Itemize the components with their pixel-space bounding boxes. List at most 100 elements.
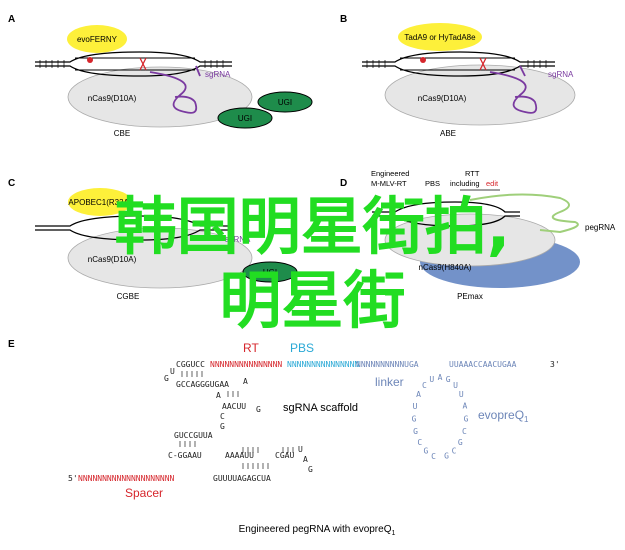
dna-duplex — [35, 51, 232, 77]
loop-nucleotide: U — [429, 375, 434, 384]
guide-label: pegRNA — [585, 223, 616, 232]
loop-nucleotide: G — [412, 414, 417, 423]
panel-e: E RT PBS linker CGGUCC NNNNNNNNNNNNNNN N… — [8, 339, 560, 537]
ugi-oval-1 — [257, 91, 313, 113]
seq-row2-a: A — [243, 377, 248, 386]
seq-left-g: G — [164, 374, 169, 383]
linker-label: linker — [375, 375, 404, 389]
loop-nucleotide: U — [413, 402, 418, 411]
panel-c: C APOBEC1(R33A) sgRNA nCas9(D10A) UGI CG… — [8, 178, 298, 301]
three-prime-label: 3' — [550, 360, 560, 369]
ugi-label-2: UGI — [238, 114, 252, 123]
loop-nucleotide: G — [458, 438, 463, 447]
editor-name: ABE — [440, 129, 456, 138]
edit-label: edit — [486, 179, 499, 188]
edit-site-dot — [87, 57, 93, 63]
seq-row5-g: G — [308, 465, 313, 474]
rt-label-line2: M-MLV-RT — [371, 179, 407, 188]
panel-a: A evoFERNY sgRNA nCas9(D10A) UGI UGI CBE — [8, 14, 313, 138]
editor-name: CGBE — [117, 292, 140, 301]
stem-pairs-3 — [179, 441, 294, 453]
panel-c-letter: C — [8, 178, 15, 189]
loop-nucleotide: G — [423, 447, 428, 456]
evopreq-label: evopreQ1 — [478, 408, 529, 424]
editor-name: PEmax — [457, 292, 483, 301]
pbs-label: PBS — [425, 179, 440, 188]
seq-top-rt: NNNNNNNNNNNNNNN — [210, 360, 282, 369]
pegrna-strand — [469, 193, 579, 234]
cas-label: nCas9(D10A) — [418, 94, 467, 103]
seq-g1: G — [220, 422, 225, 431]
seq-c1: C — [220, 412, 225, 421]
sgrna-tail — [195, 65, 201, 77]
seq-row3: AACUU — [222, 402, 246, 411]
seq-spacer: NNNNNNNNNNNNNNNNNNNN — [78, 474, 175, 483]
seq-top-linker: NNNNNNNNNNUGA — [356, 360, 419, 369]
sgrna-tail — [519, 65, 526, 77]
cas-label: nCas9(D10A) — [88, 94, 137, 103]
stem-pairs-4 — [242, 463, 269, 469]
cas9-body — [67, 66, 253, 128]
dna-duplex — [372, 201, 520, 227]
panel-d-letter: D — [340, 178, 347, 189]
panel-e-letter: E — [8, 339, 15, 350]
effector-oval — [67, 25, 127, 53]
loop-nucleotide: U — [453, 381, 458, 390]
guide-label: sgRNA — [225, 235, 251, 244]
edit-site-dot — [420, 57, 426, 63]
dna-ticks — [366, 60, 547, 68]
seq-row2: GCCAGGGUGAA — [176, 380, 229, 389]
seq-row5-u: U — [298, 445, 303, 454]
panel-a-letter: A — [8, 14, 15, 25]
seq-top-tail: UUAAACCAACUGAA — [449, 360, 517, 369]
cas9-body — [384, 213, 556, 267]
ugi-oval-1 — [242, 261, 298, 283]
seq-row5b: AAAAUU — [225, 451, 254, 460]
guide-label: sgRNA — [205, 70, 231, 79]
dna-ticks — [39, 60, 224, 68]
effector-label: APOBEC1(R33A) — [68, 198, 131, 207]
pbs-region-label: PBS — [290, 341, 314, 355]
guide-label: sgRNA — [548, 70, 574, 79]
rtt-label: RTT — [465, 169, 480, 178]
ugi-oval-2 — [217, 107, 273, 129]
panel-b: B TadA9 or HyTadA8e sgRNA nCas9(D10A) AB… — [340, 14, 576, 138]
seq-top-black: CGGUCC — [176, 360, 205, 369]
seq-row5: C-GGAAU — [168, 451, 202, 460]
loop-nucleotide: C — [431, 452, 436, 461]
loop-nucleotide: G — [413, 427, 418, 436]
loop-nucleotide: A — [462, 402, 467, 411]
loop-nucleotide: C — [462, 427, 467, 436]
loop-nucleotide: C — [417, 438, 422, 447]
loop-nucleotide: G — [446, 375, 451, 384]
scaffold-label: sgRNA scaffold — [283, 402, 358, 414]
five-prime-label: 5' — [68, 474, 78, 483]
effector-oval — [398, 23, 482, 51]
effector-label: TadA9 or HyTadA8e — [404, 33, 476, 42]
sgrna-strand — [489, 71, 538, 114]
spacer-label: Spacer — [125, 486, 163, 500]
rt-region-label: RT — [243, 341, 259, 355]
panel-d: D Engineered M-MLV-RT PBS RTT including … — [340, 169, 616, 301]
figure-caption: Engineered pegRNA with evopreQ1 — [239, 524, 396, 537]
loop-nucleotide: A — [438, 373, 443, 382]
panel-b-letter: B — [340, 14, 347, 25]
seq-row2-a2: A — [216, 391, 221, 400]
seq-row5-a: A — [303, 455, 308, 464]
rt-label-line1: Engineered — [371, 169, 409, 178]
loop-nucleotide: G — [464, 414, 469, 423]
effector-oval — [68, 188, 132, 216]
dna-duplex — [362, 51, 555, 77]
cas9-body — [67, 227, 253, 289]
seq-row5c: CGAU — [275, 451, 294, 460]
sgrna-strand — [149, 71, 198, 114]
ugi-label-1: UGI — [278, 98, 292, 107]
seq-row4: GUCCGUUA — [174, 431, 213, 440]
loop-nucleotide: C — [422, 381, 427, 390]
seq-row6: GUUUUAGAGCUA — [213, 474, 271, 483]
editor-name: CBE — [114, 129, 130, 138]
stem-pairs-1 — [181, 371, 203, 377]
loop-nucleotide: A — [416, 390, 421, 399]
